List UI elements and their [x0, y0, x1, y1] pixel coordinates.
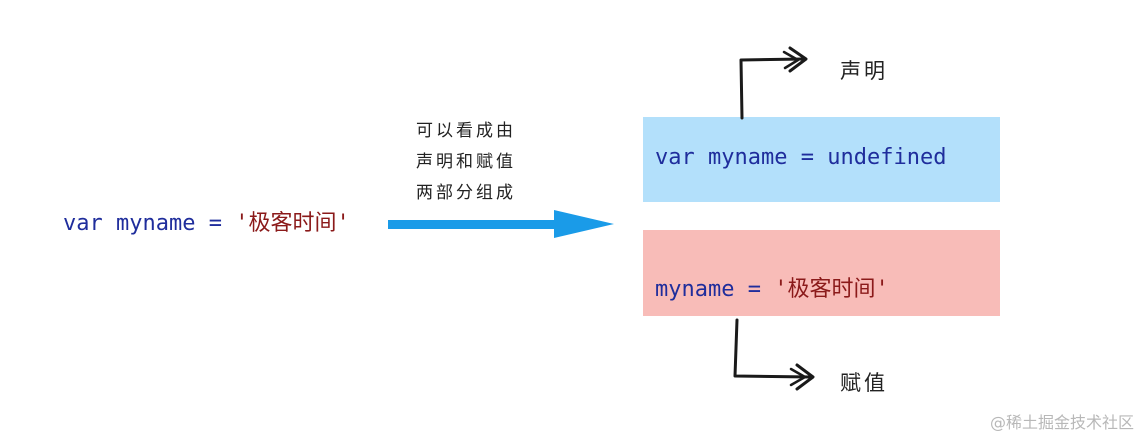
declaration-arrow-icon — [739, 46, 808, 120]
source-var-keyword: var — [63, 211, 103, 236]
source-statement: var myname = '极客时间' — [63, 208, 350, 240]
explanation-note: 可以看成由 声明和赋值 两部分组成 — [416, 116, 556, 209]
declaration-var-keyword: var — [655, 145, 695, 170]
declaration-value: undefined — [827, 145, 947, 170]
assignment-label: 赋值 — [840, 371, 888, 395]
declaration-identifier: myname — [708, 145, 788, 170]
declaration-label: 声明 — [840, 59, 888, 83]
assignment-identifier: myname — [655, 277, 735, 302]
note-line-3: 两部分组成 — [416, 183, 516, 203]
watermark: @稀土掘金技术社区 — [989, 413, 1134, 432]
source-identifier: myname — [116, 211, 196, 236]
assignment-equals: = — [747, 277, 761, 302]
note-line-1: 可以看成由 — [416, 121, 516, 141]
declaration-box: var myname = undefined — [643, 117, 1000, 202]
declaration-equals: = — [800, 145, 814, 170]
assignment-box: myname = '极客时间' — [643, 230, 1000, 316]
source-equals: = — [208, 211, 222, 236]
assignment-value: '极客时间' — [774, 277, 889, 302]
source-value: '极客时间' — [235, 211, 350, 236]
split-arrow-icon — [388, 210, 614, 238]
note-line-2: 声明和赋值 — [416, 152, 516, 172]
assignment-arrow-icon — [733, 318, 815, 391]
